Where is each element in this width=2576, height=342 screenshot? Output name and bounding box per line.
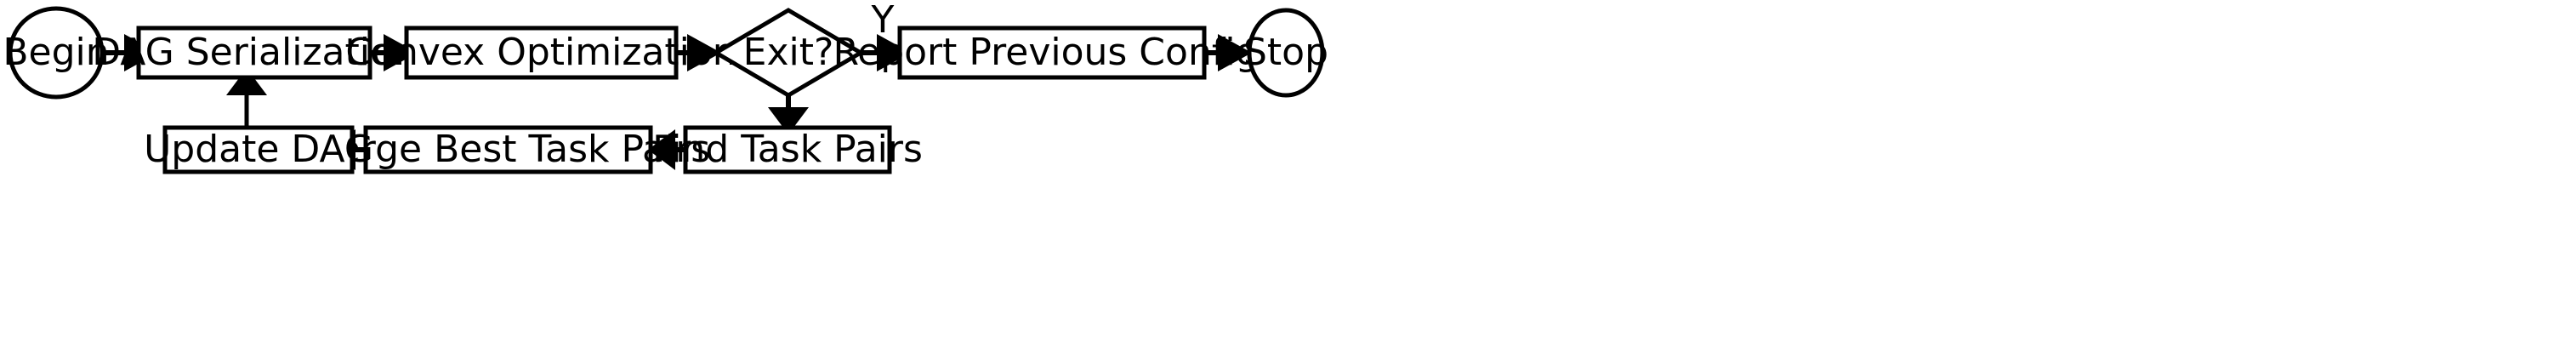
node-update-dag[interactable]: Update DAG [144,125,373,174]
node-report-previous-config[interactable]: Report Previous Config. [833,26,1271,80]
node-convex-optimization[interactable]: Convex Optimization [345,26,736,80]
node-exit-decision[interactable]: Exit? [712,8,865,98]
convex-optimization-rect [404,26,679,80]
edge-label-yes: Y [871,0,895,42]
node-label-dag-serialization: DAG Serialization [92,31,417,74]
node-label-exit: Exit? [743,31,834,74]
node-label-update-dag: Update DAG [144,128,373,171]
begin-ellipse [8,6,105,100]
node-label-find-task-pairs: Find Task Pairs [652,128,923,171]
node-stop[interactable]: Stop [1243,8,1328,98]
node-label-stop: Stop [1243,31,1328,74]
arrow-head-icon [1218,34,1252,71]
report-previous-config-rect [897,26,1207,80]
node-dag-serialization[interactable]: DAG Serialization [92,26,417,80]
node-label-begin: Begin [3,31,109,74]
edge-update-dag-to-dag-serialization [226,68,267,128]
update-dag-rect [162,125,355,174]
edge-dag-serialization-to-convex-optimization [370,34,418,71]
arrow-head-icon [384,34,418,71]
node-label-report-previous-config: Report Previous Config. [833,31,1271,74]
arrow-head-icon [877,34,911,71]
edge-report-previous-config-to-stop [1204,34,1252,71]
node-merge-best-task-pairs[interactable]: Merge Best Task Pairs [305,125,710,174]
exit-diamond [712,8,865,98]
arrow-head-icon [648,129,675,170]
edge-find-task-pairs-to-merge-best-task-pairs [648,129,685,170]
dag-serialization-rect [136,26,372,80]
node-label-merge-best-task-pairs: Merge Best Task Pairs [305,128,710,171]
merge-best-task-pairs-rect [363,125,653,174]
find-task-pairs-rect [683,125,892,174]
stop-ellipse [1247,8,1325,98]
arrow-head-icon [687,34,721,71]
arrow-head-icon [226,68,267,95]
node-begin[interactable]: Begin [3,6,110,100]
node-find-task-pairs[interactable]: Find Task Pairs [652,125,923,174]
node-label-convex-optimization: Convex Optimization [345,31,736,74]
arrow-head-icon [768,107,809,134]
edge-convex-optimization-to-exit [676,34,721,71]
